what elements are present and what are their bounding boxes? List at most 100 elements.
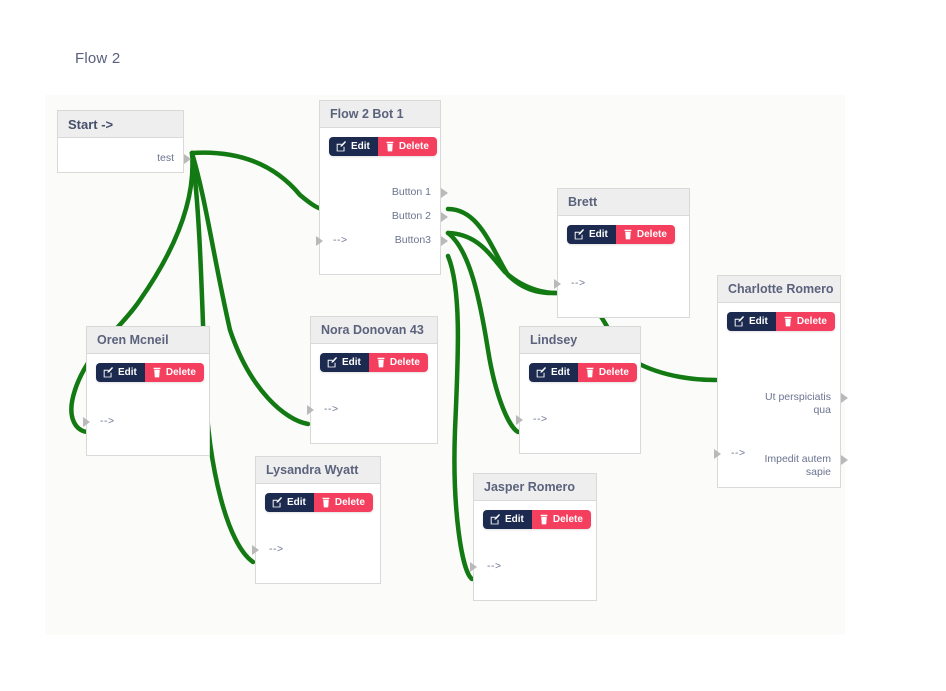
input-port-label: --> bbox=[571, 277, 586, 289]
node-header: Flow 2 Bot 1 bbox=[320, 101, 440, 128]
pencil-square-icon bbox=[734, 316, 745, 327]
pencil-square-icon bbox=[536, 367, 547, 378]
trash-icon bbox=[322, 497, 330, 508]
node-body: Edit Delete --> bbox=[516, 354, 640, 453]
pencil-square-icon bbox=[490, 514, 501, 525]
node-title: Flow 2 Bot 1 bbox=[330, 107, 404, 121]
delete-button-label: Delete bbox=[398, 140, 429, 152]
output-port-label: Impedit autem sapie bbox=[764, 453, 831, 478]
input-port-marker[interactable] bbox=[554, 279, 561, 289]
output-port-marker[interactable] bbox=[841, 455, 848, 465]
node-actions: Edit Delete bbox=[567, 225, 675, 244]
pencil-square-icon bbox=[327, 357, 338, 368]
input-port-marker[interactable] bbox=[83, 417, 90, 427]
delete-button-label: Delete bbox=[636, 228, 667, 240]
flow-header-bar: Flow 2 bbox=[45, 28, 845, 95]
node-header: Lysandra Wyatt bbox=[256, 457, 380, 484]
pencil-square-icon bbox=[336, 141, 347, 152]
delete-button-label: Delete bbox=[334, 496, 365, 508]
edit-button-label: Edit bbox=[287, 496, 306, 508]
input-port-marker[interactable] bbox=[470, 562, 477, 572]
delete-button[interactable]: Delete bbox=[144, 363, 204, 382]
node-title: Jasper Romero bbox=[484, 480, 576, 494]
trash-icon bbox=[586, 367, 594, 378]
node-header: Charlotte Romero bbox=[718, 276, 840, 303]
edit-button-label: Edit bbox=[589, 228, 608, 240]
input-port-label: --> bbox=[100, 415, 115, 427]
input-port-marker[interactable] bbox=[307, 405, 314, 415]
page-title: Flow 2 bbox=[75, 50, 121, 67]
input-port-label: --> bbox=[487, 560, 502, 572]
node-body: Edit Delete --> bbox=[470, 501, 596, 600]
input-port-label: --> bbox=[533, 413, 548, 425]
input-port-marker[interactable] bbox=[714, 449, 721, 459]
output-port-label: Button 2 bbox=[391, 210, 431, 222]
delete-button[interactable]: Delete bbox=[577, 363, 637, 382]
edit-button[interactable]: Edit bbox=[727, 312, 776, 331]
node-body: Edit Delete --> bbox=[252, 484, 380, 583]
output-port-marker[interactable] bbox=[441, 188, 448, 198]
edit-button-label: Edit bbox=[505, 513, 524, 525]
edit-button[interactable]: Edit bbox=[567, 225, 616, 244]
output-port-marker[interactable] bbox=[841, 393, 848, 403]
delete-button-label: Delete bbox=[389, 356, 420, 368]
output-port-label: Button 1 bbox=[391, 186, 431, 198]
edit-button[interactable]: Edit bbox=[265, 493, 314, 512]
delete-button[interactable]: Delete bbox=[775, 312, 835, 331]
edit-button-label: Edit bbox=[551, 366, 570, 378]
input-port-label: --> bbox=[269, 543, 284, 555]
edit-button[interactable]: Edit bbox=[483, 510, 532, 529]
delete-button[interactable]: Delete bbox=[531, 510, 591, 529]
node-body: test bbox=[58, 138, 191, 172]
node-header: Lindsey bbox=[520, 327, 640, 354]
trash-icon bbox=[377, 357, 385, 368]
node-actions: Edit Delete bbox=[320, 353, 428, 372]
delete-button[interactable]: Delete bbox=[368, 353, 428, 372]
output-port-marker[interactable] bbox=[184, 154, 191, 164]
delete-button[interactable]: Delete bbox=[313, 493, 373, 512]
node-header: Brett bbox=[558, 189, 689, 216]
node-title: Lysandra Wyatt bbox=[266, 463, 359, 477]
edit-button-label: Edit bbox=[351, 140, 370, 152]
node-actions: Edit Delete bbox=[529, 363, 637, 382]
input-port-marker[interactable] bbox=[252, 545, 259, 555]
node-nora-donovan-43[interactable]: Nora Donovan 43 Edit Delete --> bbox=[307, 316, 438, 444]
trash-icon bbox=[624, 229, 632, 240]
node-title: Charlotte Romero bbox=[728, 282, 834, 296]
output-port-marker[interactable] bbox=[441, 236, 448, 246]
output-port-label: Button3 bbox=[394, 234, 431, 246]
delete-button[interactable]: Delete bbox=[377, 137, 437, 156]
edit-button-label: Edit bbox=[342, 356, 361, 368]
node-actions: Edit Delete bbox=[483, 510, 591, 529]
input-port-label: --> bbox=[324, 403, 339, 415]
node-title: Nora Donovan 43 bbox=[321, 323, 424, 337]
edit-button[interactable]: Edit bbox=[96, 363, 145, 382]
delete-button-label: Delete bbox=[598, 366, 629, 378]
edit-button[interactable]: Edit bbox=[329, 137, 378, 156]
node-actions: Edit Delete bbox=[265, 493, 373, 512]
delete-button[interactable]: Delete bbox=[615, 225, 675, 244]
input-port-marker[interactable] bbox=[516, 415, 523, 425]
trash-icon bbox=[386, 141, 394, 152]
input-port-marker[interactable] bbox=[316, 236, 323, 246]
edit-button[interactable]: Edit bbox=[529, 363, 578, 382]
output-port-label: test bbox=[157, 152, 174, 164]
node-header: Start -> bbox=[58, 111, 183, 138]
node-start[interactable]: Start -> test bbox=[57, 110, 191, 173]
node-header: Jasper Romero bbox=[474, 474, 596, 501]
trash-icon bbox=[784, 316, 792, 327]
output-port-marker[interactable] bbox=[441, 212, 448, 222]
pencil-square-icon bbox=[103, 367, 114, 378]
edit-button[interactable]: Edit bbox=[320, 353, 369, 372]
